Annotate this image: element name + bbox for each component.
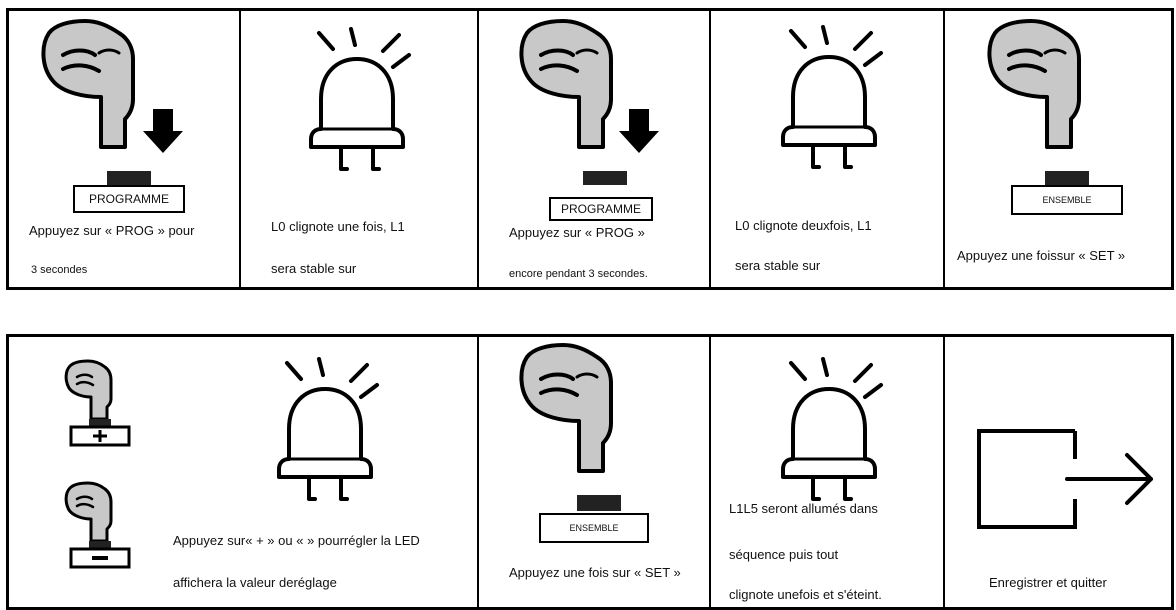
down-arrow-icon — [619, 109, 659, 153]
blinking-led-icon — [781, 25, 883, 169]
button-cap — [583, 171, 627, 185]
step-4-text-line-2: sera stable sur — [735, 258, 821, 273]
step-1-text-line-2: 3 secondes — [31, 264, 88, 276]
blinking-led-icon — [277, 357, 379, 501]
step-6-text-line-1: Appuyez sur« + » ou « » pourrégler la LE… — [173, 533, 420, 548]
step-8-text-line-3: clignote unefois et s'éteint. — [729, 587, 882, 602]
step-1-panel: PROGRAMME Appuyez sur « PROG » pour 3 se… — [9, 11, 239, 287]
step-5-text-line-1: Appuyez une foissur « SET » — [957, 248, 1126, 263]
step-3-text-line-2: encore pendant 3 secondes. — [509, 268, 648, 280]
instruction-row-1: PROGRAMME Appuyez sur « PROG » pour 3 se… — [6, 8, 1174, 290]
finger-press-icon — [519, 343, 613, 473]
step-2-panel: L0 clignote une fois, L1 sera stable sur — [241, 11, 477, 287]
step-4-panel: L0 clignote deuxfois, L1 sera stable sur — [711, 11, 943, 287]
step-7-panel: ENSEMBLE Appuyez une fois sur « SET » — [479, 337, 709, 607]
step-3-text-line-1: Appuyez sur « PROG » — [509, 225, 645, 240]
down-arrow-icon — [143, 109, 183, 153]
button-cap — [1045, 171, 1089, 185]
step-9-text-line-1: Enregistrer et quitter — [989, 575, 1107, 590]
finger-press-icon — [41, 19, 135, 149]
row2-divider-1 — [477, 337, 479, 607]
plus-button-icon — [64, 359, 131, 447]
finger-press-icon — [987, 19, 1081, 149]
instruction-row-2: Appuyez sur« + » ou « » pourrégler la LE… — [6, 334, 1174, 610]
step-8-text-line-2: séquence puis tout — [729, 547, 839, 562]
step-7-text-line-1: Appuyez une fois sur « SET » — [509, 565, 681, 580]
blinking-led-icon — [309, 27, 411, 171]
set-button-label: ENSEMBLE — [1011, 185, 1123, 215]
finger-press-icon — [519, 19, 613, 149]
blinking-led-icon — [781, 357, 883, 501]
prog-button-label: PROGRAMME — [549, 197, 653, 221]
button-cap — [577, 495, 621, 511]
step-2-text-line-2: sera stable sur — [271, 261, 357, 276]
minus-button-icon — [64, 481, 131, 569]
step-9-panel: Enregistrer et quitter — [945, 337, 1173, 607]
row1-divider-2 — [477, 11, 479, 287]
set-button-label: ENSEMBLE — [539, 513, 649, 543]
step-6-panel: Appuyez sur« + » ou « » pourrégler la LE… — [9, 337, 477, 607]
prog-button-label: PROGRAMME — [73, 185, 185, 213]
step-4-text-line-1: L0 clignote deuxfois, L1 — [735, 218, 872, 233]
button-cap — [107, 171, 151, 185]
step-5-panel: ENSEMBLE Appuyez une foissur « SET » — [945, 11, 1173, 287]
row1-divider-4 — [943, 11, 945, 287]
step-8-text-line-1: L1L5 seront allumés dans — [729, 501, 878, 516]
step-8-panel: L1L5 seront allumés dans séquence puis t… — [711, 337, 943, 607]
step-1-text-line-1: Appuyez sur « PROG » pour — [29, 223, 195, 238]
step-2-text-line-1: L0 clignote une fois, L1 — [271, 219, 405, 234]
exit-icon — [977, 429, 1153, 529]
row1-divider-1 — [239, 11, 241, 287]
step-3-panel: PROGRAMME Appuyez sur « PROG » encore pe… — [479, 11, 709, 287]
row2-divider-2 — [709, 337, 711, 607]
row1-divider-3 — [709, 11, 711, 287]
row2-divider-3 — [943, 337, 945, 607]
step-6-text-line-2: affichera la valeur deréglage — [173, 575, 337, 590]
